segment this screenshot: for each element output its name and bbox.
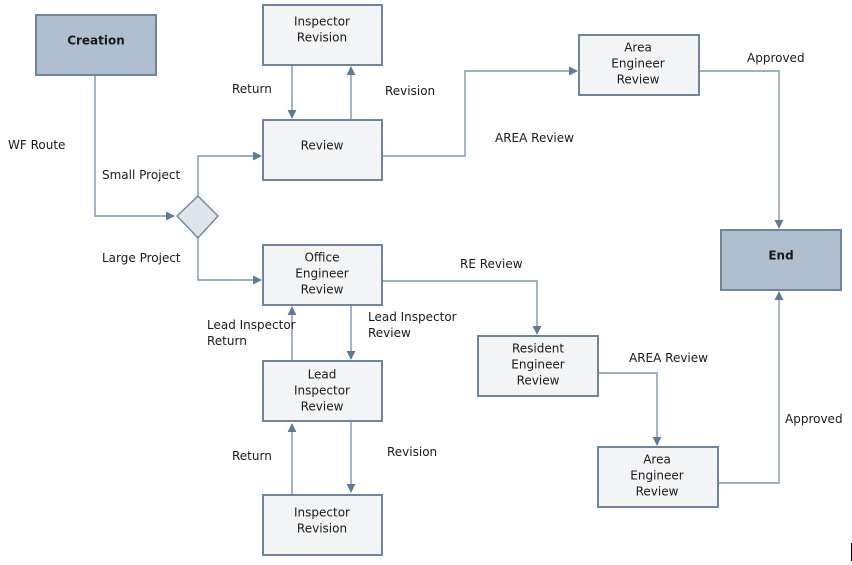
label-revision-top: Revision	[385, 84, 435, 98]
label-approved-top: Approved	[747, 51, 805, 65]
connector-decision-to-review	[197, 151, 262, 196]
label-lead-inspector-review-line-2: Review	[368, 326, 411, 340]
node-creation-label: Creation	[67, 34, 125, 48]
edge-labels: WF Route Small Project Large Project Ret…	[8, 51, 843, 463]
connector-decision-to-office-engineer	[197, 238, 262, 285]
label-area-review-top: AREA Review	[495, 131, 574, 145]
node-resident-engineer-review-line-1: Resident	[512, 342, 564, 356]
node-office-engineer-review: Office Engineer Review	[262, 244, 383, 306]
connector-review-to-area-engineer	[383, 66, 578, 157]
node-area-engineer-review-bottom-line-3: Review	[636, 485, 679, 499]
label-small-project: Small Project	[102, 168, 180, 182]
node-area-engineer-review-bottom-line-1: Area	[643, 453, 671, 467]
node-office-engineer-review-line-1: Office	[304, 251, 339, 265]
node-inspector-revision-top-line-2: Revision	[297, 31, 347, 45]
connector-resident-engineer-to-area-engineer	[598, 372, 662, 446]
node-resident-engineer-review-line-2: Engineer	[511, 358, 565, 372]
node-area-engineer-review-top-line-1: Area	[624, 41, 652, 55]
node-lead-inspector-review-line-2: Inspector	[294, 384, 350, 398]
node-lead-inspector-review-line-1: Lead	[308, 368, 337, 382]
label-large-project: Large Project	[102, 251, 181, 265]
connector-office-engineer-to-resident-engineer	[383, 280, 542, 335]
node-inspector-revision-bottom-line-1: Inspector	[294, 506, 350, 520]
connector-area-engineer-bottom-to-end	[718, 291, 784, 484]
route-decision-diamond	[176, 195, 219, 240]
label-lead-inspector-return-line-1: Lead Inspector	[207, 318, 296, 332]
label-revision-bottom: Revision	[387, 445, 437, 459]
node-area-engineer-review-bottom: Area Engineer Review	[597, 446, 719, 508]
node-inspector-revision-bottom-line-2: Revision	[297, 522, 347, 536]
connectors	[94, 65, 784, 494]
node-lead-inspector-review: Lead Inspector Review	[262, 360, 383, 422]
node-resident-engineer-review-line-3: Review	[517, 374, 560, 388]
node-end: End	[720, 229, 842, 291]
node-inspector-revision-top: Inspector Revision	[262, 4, 383, 66]
node-area-engineer-review-top-line-2: Engineer	[611, 57, 665, 71]
node-area-engineer-review-bottom-line-2: Engineer	[630, 469, 684, 483]
node-creation: Creation	[35, 14, 157, 76]
node-review-label: Review	[301, 139, 344, 153]
label-return-top: Return	[232, 82, 272, 96]
connector-creation-to-decision	[94, 75, 175, 221]
label-return-bottom: Return	[232, 449, 272, 463]
node-inspector-revision-top-line-1: Inspector	[294, 15, 350, 29]
label-wf-route: WF Route	[8, 138, 65, 152]
node-inspector-revision-bottom: Inspector Revision	[262, 494, 383, 556]
label-approved-bottom: Approved	[785, 412, 843, 426]
node-review: Review	[262, 119, 383, 181]
label-re-review: RE Review	[460, 257, 523, 271]
label-lead-inspector-review-line-1: Lead Inspector	[368, 310, 457, 324]
node-area-engineer-review-top-line-3: Review	[617, 73, 660, 87]
node-end-label: End	[768, 249, 793, 263]
node-office-engineer-review-line-3: Review	[301, 283, 344, 297]
connector-area-engineer-to-end	[699, 70, 784, 229]
node-lead-inspector-review-line-3: Review	[301, 400, 344, 414]
node-office-engineer-review-line-2: Engineer	[295, 267, 349, 281]
node-area-engineer-review-top: Area Engineer Review	[578, 34, 700, 96]
label-area-review-bottom: AREA Review	[629, 351, 708, 365]
label-lead-inspector-return-line-2: Return	[207, 334, 247, 348]
node-resident-engineer-review: Resident Engineer Review	[477, 335, 599, 397]
